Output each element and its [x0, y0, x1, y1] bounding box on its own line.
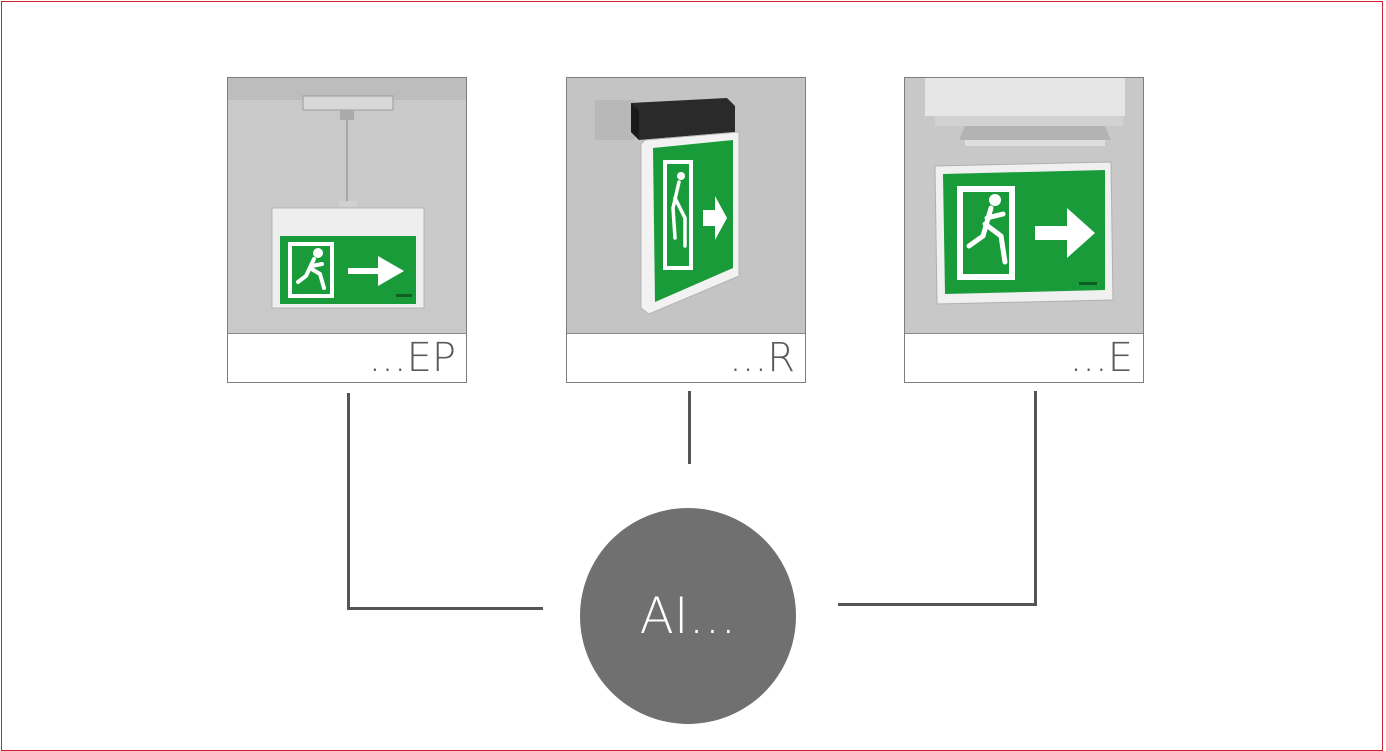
connector-ep-vertical	[347, 393, 350, 610]
connector-ep-horizontal	[347, 607, 543, 610]
pendant-exit-sign-image	[228, 78, 466, 336]
connector-e-horizontal	[838, 603, 1037, 606]
variant-label: ...E	[1069, 335, 1133, 381]
variant-label: ...R	[729, 335, 795, 381]
ceiling-exit-sign-image	[905, 78, 1143, 336]
connector-e-vertical	[1034, 391, 1037, 606]
variant-card-e: ...E	[904, 77, 1144, 383]
variant-label: ...EP	[368, 335, 456, 381]
hub-node: AI...	[580, 508, 796, 724]
connector-r-vertical	[688, 391, 691, 464]
variant-caption: ...E	[905, 333, 1143, 382]
hub-label: AI...	[639, 587, 737, 645]
wall-exit-sign-image	[567, 78, 805, 336]
variant-card-ep: ...EP	[227, 77, 467, 383]
variant-caption: ...EP	[228, 333, 466, 382]
variant-caption: ...R	[567, 333, 805, 382]
variant-card-r: ...R	[566, 77, 806, 383]
